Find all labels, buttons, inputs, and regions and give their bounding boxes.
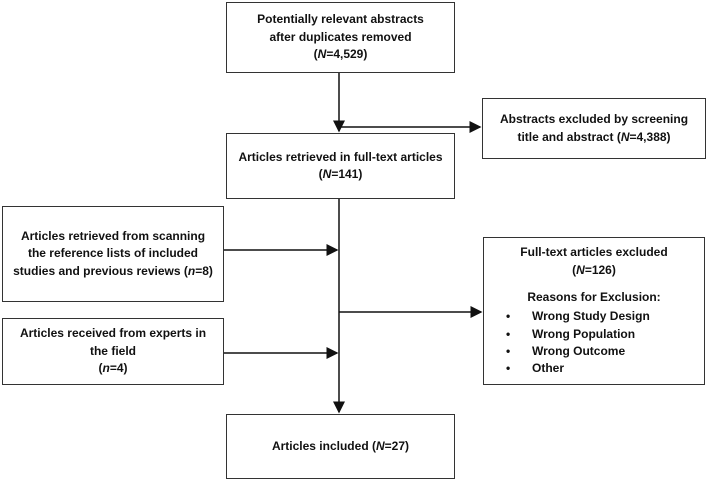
reasons-list: Wrong Study Design Wrong Population Wron…: [492, 308, 696, 378]
count: =4: [109, 361, 124, 376]
box-identified: Potentially relevant abstracts after dup…: [226, 2, 455, 73]
box-reference-lists: Articles retrieved from scanning the ref…: [2, 206, 224, 302]
count: =126: [584, 262, 612, 277]
count: =4,529: [326, 47, 364, 62]
count: =4,388: [629, 129, 667, 144]
count-label: N: [576, 262, 585, 277]
box-experts: Articles received from experts in the fi…: [2, 318, 224, 385]
count-label: n: [102, 361, 110, 376]
box-fulltext-excluded: Full-text articles excluded (N=126) Reas…: [483, 237, 705, 385]
reason-item: Wrong Population: [492, 326, 696, 344]
count: =27: [384, 438, 406, 453]
reason-item: Wrong Study Design: [492, 308, 696, 326]
count-label: n: [187, 263, 196, 278]
reasons-title: Reasons for Exclusion:: [527, 289, 661, 304]
box-text: Potentially relevant abstracts after dup…: [257, 12, 424, 44]
count: =141: [331, 167, 359, 181]
box-text: Articles retrieved from scanning the ref…: [13, 228, 206, 278]
reason-item: Wrong Outcome: [492, 343, 696, 361]
reason-item: Other: [492, 360, 696, 378]
box-text: Articles included: [271, 438, 369, 453]
box-text: Full-text articles excluded: [520, 245, 668, 260]
box-text: Abstracts excluded by screening title an…: [499, 112, 689, 144]
count-label: N: [620, 129, 630, 144]
box-included: Articles included (N=27): [226, 414, 455, 479]
box-text: Articles retrieved in full-text articles: [238, 149, 443, 164]
box-text: Articles received from experts in the fi…: [19, 326, 207, 358]
count: =8: [195, 263, 209, 278]
box-fulltext: Articles retrieved in full-text articles…: [226, 133, 455, 199]
count-label: N: [322, 167, 332, 181]
box-screen-excluded: Abstracts excluded by screening title an…: [482, 98, 706, 159]
count-label: N: [376, 438, 385, 453]
count-label: N: [317, 47, 327, 62]
